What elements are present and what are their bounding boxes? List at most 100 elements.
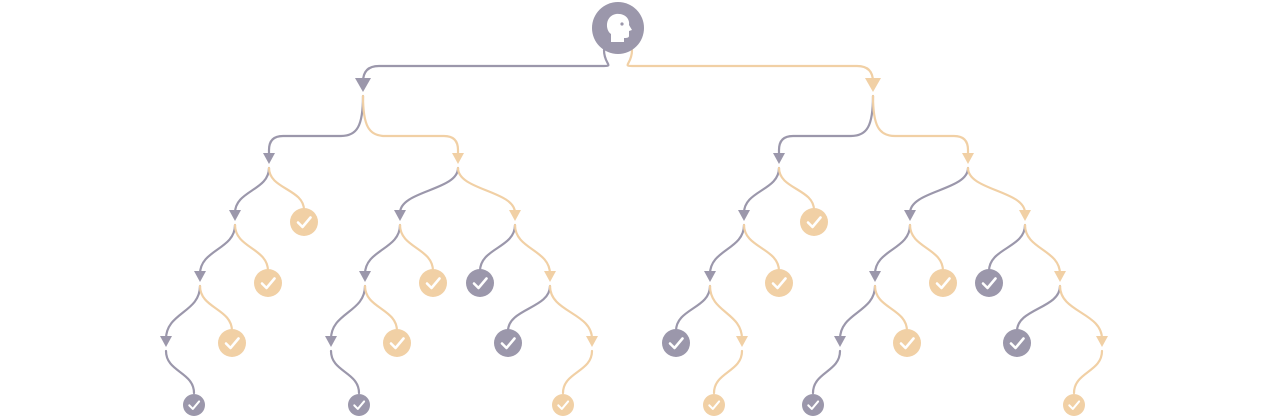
edge-b2oo-b2ooo bbox=[1058, 284, 1104, 341]
edge-b2o-b2op bbox=[987, 223, 1027, 273]
arrowhead-icon bbox=[160, 336, 172, 347]
arrowhead-icon bbox=[586, 336, 598, 347]
arrowhead-icon bbox=[1019, 210, 1031, 221]
branch-node bbox=[586, 336, 598, 347]
edge-b2o-b2oo bbox=[1023, 223, 1062, 276]
leaf-circle bbox=[800, 208, 828, 236]
branch-node bbox=[194, 271, 206, 282]
edge-b-b2 bbox=[871, 94, 970, 158]
checkmark-icon bbox=[899, 337, 915, 350]
edge-a1p-a1po bbox=[233, 223, 270, 273]
arrowhead-icon bbox=[394, 210, 406, 221]
checkmark-icon bbox=[557, 400, 570, 410]
edge-b1-b1p bbox=[742, 166, 781, 215]
edge-a1-a1o bbox=[267, 166, 306, 212]
root-node bbox=[592, 2, 644, 54]
edge-b1pp-b1ppp bbox=[674, 284, 712, 333]
branch-node bbox=[229, 210, 241, 221]
checkmark-icon bbox=[771, 277, 787, 290]
leaf-circle bbox=[383, 329, 411, 357]
leaf-node bbox=[1063, 394, 1085, 416]
branch-node bbox=[325, 336, 337, 347]
arrowhead-icon bbox=[355, 78, 371, 92]
leaf-node bbox=[383, 329, 411, 357]
edge-a1-a1p bbox=[233, 166, 271, 215]
edge-a2p-a2po bbox=[398, 223, 435, 273]
leaf-node bbox=[348, 394, 370, 416]
branch-node bbox=[865, 78, 881, 92]
leaf-circle bbox=[765, 269, 793, 297]
edge-a1pp-a1ppp bbox=[164, 284, 202, 341]
leaf-circle bbox=[662, 329, 690, 357]
branch-node bbox=[452, 153, 464, 164]
edge-b2ppp-L5 bbox=[811, 349, 842, 395]
leaf-circle bbox=[1003, 329, 1031, 357]
checkmark-icon bbox=[1068, 400, 1081, 410]
leaf-node bbox=[893, 329, 921, 357]
leaf-circle bbox=[254, 269, 282, 297]
edge-b-b1 bbox=[777, 94, 875, 158]
edge-b2-b2p bbox=[908, 166, 970, 215]
leaf-node bbox=[254, 269, 282, 297]
branch-node bbox=[1096, 336, 1108, 347]
checkmark-icon bbox=[389, 337, 405, 350]
checkmark-icon bbox=[708, 400, 721, 410]
arrowhead-icon bbox=[865, 78, 881, 92]
branch-node bbox=[704, 271, 716, 282]
edge-b2-b2o bbox=[966, 166, 1027, 215]
leaf-node bbox=[703, 394, 725, 416]
user-head-icon bbox=[606, 13, 632, 43]
arrowhead-icon bbox=[869, 271, 881, 282]
edge-a-a1 bbox=[267, 94, 365, 158]
edge-b1p-b1po bbox=[742, 223, 781, 273]
branch-node bbox=[263, 153, 275, 164]
leaf-node bbox=[419, 269, 447, 297]
leaf-node bbox=[494, 329, 522, 357]
leaf-node bbox=[552, 394, 574, 416]
edge-a1pp-a1ppo bbox=[198, 284, 234, 333]
edge-a2oo-a2oop bbox=[506, 284, 552, 333]
arrowhead-icon bbox=[904, 210, 916, 221]
branch-node bbox=[1054, 271, 1066, 282]
leaf-circle bbox=[802, 394, 824, 416]
arrowhead-icon bbox=[1096, 336, 1108, 347]
edge-b2oo-b2oop bbox=[1015, 284, 1062, 333]
checkmark-icon bbox=[807, 400, 820, 410]
edge-a2oo-a2ooo bbox=[548, 284, 594, 341]
arrowhead-icon bbox=[359, 271, 371, 282]
arrowhead-icon bbox=[962, 153, 974, 164]
edge-a2ppp-L2 bbox=[329, 349, 361, 395]
leaf-node bbox=[800, 208, 828, 236]
checkmark-icon bbox=[935, 277, 951, 290]
leaf-circle bbox=[348, 394, 370, 416]
tree-edges bbox=[164, 48, 1104, 395]
arrowhead-icon bbox=[229, 210, 241, 221]
checkmark-icon bbox=[1009, 337, 1025, 350]
arrowhead-icon bbox=[1054, 271, 1066, 282]
edge-b1ppo-L4 bbox=[712, 349, 744, 395]
branch-node bbox=[773, 153, 785, 164]
leaf-node bbox=[218, 329, 246, 357]
edge-b1p-b1pp bbox=[708, 223, 746, 276]
checkmark-icon bbox=[806, 216, 822, 229]
branch-node bbox=[509, 210, 521, 221]
arrowhead-icon bbox=[773, 153, 785, 164]
leaf-circle bbox=[290, 208, 318, 236]
branch-node bbox=[394, 210, 406, 221]
leaf-circle bbox=[703, 394, 725, 416]
edge-r-b bbox=[626, 48, 875, 84]
edge-a2p-a2pp bbox=[363, 223, 402, 276]
checkmark-icon bbox=[425, 277, 441, 290]
edge-a2pp-a2ppp bbox=[329, 284, 367, 341]
checkmark-icon bbox=[472, 277, 488, 290]
edge-a-a2 bbox=[361, 94, 460, 158]
leaf-node bbox=[183, 394, 205, 416]
edge-b1pp-b1ppo bbox=[708, 284, 744, 341]
arrowhead-icon bbox=[736, 336, 748, 347]
arrowhead-icon bbox=[738, 210, 750, 221]
leaf-node bbox=[290, 208, 318, 236]
edge-a2pp-a2ppo bbox=[363, 284, 399, 333]
checkmark-icon bbox=[188, 400, 201, 410]
